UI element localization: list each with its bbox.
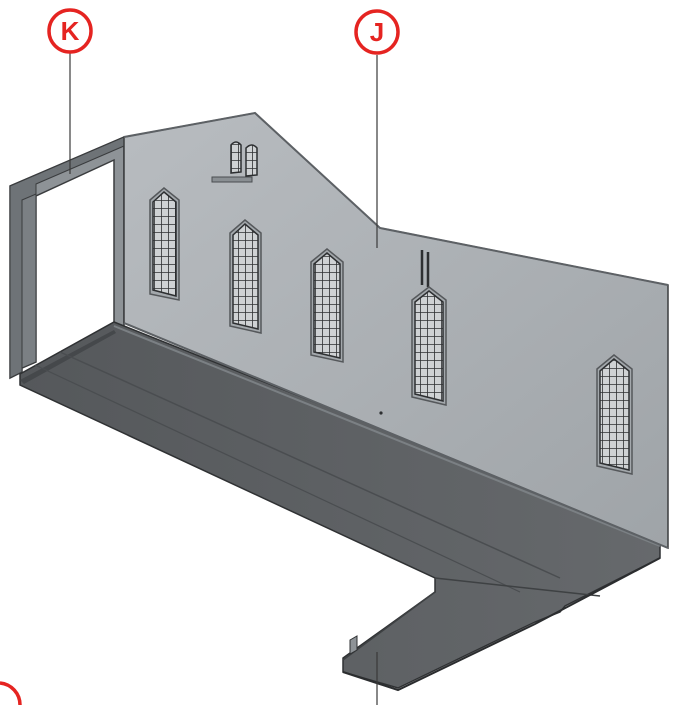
gable-window — [230, 141, 258, 177]
callout-j: J — [354, 9, 400, 55]
arched-window — [310, 248, 344, 363]
arched-window — [411, 286, 447, 406]
callout-k: K — [47, 8, 93, 54]
callout-j-label: J — [370, 17, 384, 47]
callout-k-label: K — [61, 16, 80, 46]
arched-window — [596, 354, 633, 475]
windows — [149, 141, 633, 475]
callout-partial — [0, 681, 22, 705]
leader-lines — [69, 53, 378, 705]
arched-window — [229, 219, 262, 334]
end-wall-frame — [9, 135, 125, 380]
arched-window — [149, 187, 180, 301]
factory-wall-panel — [123, 111, 669, 550]
floor-base — [19, 321, 661, 692]
